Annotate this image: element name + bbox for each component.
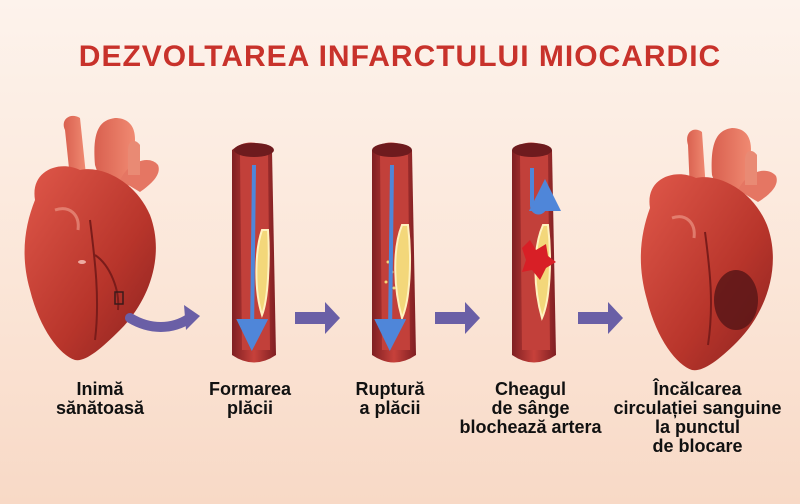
damaged-heart-icon (640, 128, 777, 371)
stage-label-line: Încălcarea (653, 379, 742, 399)
stage-label-line: circulației sanguine (613, 398, 782, 418)
step-arrow-4 (578, 302, 623, 334)
stage-label-line: Formarea (208, 379, 292, 399)
stage-label-line: a plăcii (359, 398, 421, 418)
artery-rupture-icon (372, 142, 416, 363)
stage-label-line: sănătoasă (55, 398, 145, 418)
step-arrow-2 (295, 302, 340, 334)
stage-label-plaque-formation: Formarea plăcii (180, 380, 320, 418)
stage-label-healthy-heart: Inimă sănătoasă (30, 380, 170, 418)
artery-plaque-icon (232, 142, 276, 363)
step-arrow-3 (435, 302, 480, 334)
stage-label-line: Cheagul (494, 379, 566, 399)
healthy-heart-icon (24, 115, 159, 361)
artery-clot-icon (512, 142, 561, 363)
stage-label-line: Inimă (76, 379, 124, 399)
stage-label-line: Ruptură (355, 379, 425, 399)
stage-label-plaque-rupture: Ruptură a plăcii (320, 380, 460, 418)
stage-label-line: plăcii (226, 398, 274, 418)
stage-label-line: de sânge (491, 398, 570, 418)
stage-label-circulation-blocked: Încălcarea circulației sanguine la punct… (600, 380, 795, 456)
step-arrow-1 (125, 313, 195, 332)
stage-label-line: blochează artera (459, 417, 602, 437)
page-title: DEZVOLTAREA INFARCTULUI MIOCARDIC (78, 40, 722, 73)
stage-label-blood-clot: Cheagul de sânge blochează artera (448, 380, 613, 437)
stage-label-line: de blocare (652, 436, 743, 456)
stage-label-line: la punctul (655, 417, 740, 437)
step-arrow-1-head (184, 305, 200, 330)
